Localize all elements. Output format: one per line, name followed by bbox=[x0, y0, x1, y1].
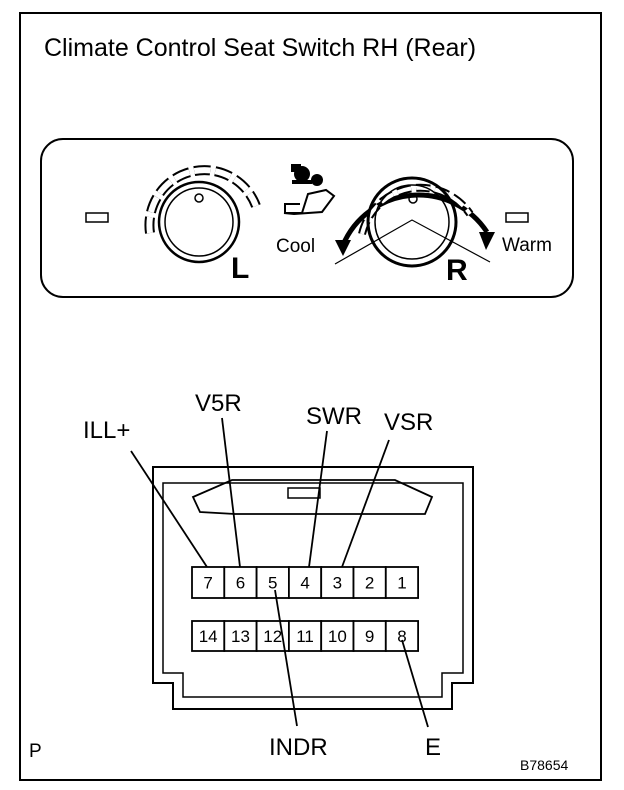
terminal-label-indr: INDR bbox=[269, 734, 328, 761]
leader-lines bbox=[130, 417, 429, 728]
pin-number: 10 bbox=[328, 627, 347, 646]
figure-frame bbox=[19, 12, 602, 781]
pin-number: 4 bbox=[300, 574, 309, 593]
pin-number: 6 bbox=[236, 574, 245, 593]
leader-indr bbox=[274, 589, 298, 727]
pin-number: 12 bbox=[263, 627, 282, 646]
pin-cell bbox=[287, 566, 323, 599]
terminal-label-vsr: VSR bbox=[384, 409, 433, 436]
terminal-label-ill-plus: ILL+ bbox=[83, 417, 130, 444]
seat-heater-icon bbox=[283, 164, 336, 216]
pin-cell bbox=[384, 566, 419, 599]
pin-number: 13 bbox=[231, 627, 250, 646]
pin-number: 8 bbox=[397, 627, 406, 646]
left-knob[interactable] bbox=[144, 165, 261, 264]
right-knob[interactable] bbox=[334, 176, 495, 268]
corner-letter: P bbox=[29, 741, 42, 762]
leader-ill-plus bbox=[130, 450, 208, 568]
pin-cell bbox=[223, 620, 258, 652]
left-indicator-lamp bbox=[85, 212, 109, 223]
left-knob-label: L bbox=[231, 252, 249, 285]
pin-cell bbox=[384, 620, 419, 652]
pin-cell bbox=[352, 566, 387, 599]
pin-cell bbox=[255, 566, 290, 599]
pin-number: 2 bbox=[365, 574, 374, 593]
connector-latch bbox=[287, 487, 321, 499]
pin-number: 9 bbox=[365, 627, 374, 646]
pin-number: 11 bbox=[296, 627, 314, 646]
pin-number: 14 bbox=[199, 627, 218, 646]
terminal-label-swr: SWR bbox=[306, 403, 362, 430]
pin-row-top: 7 6 5 4 3 2 1 bbox=[191, 566, 419, 599]
figure-title: Climate Control Seat Switch RH (Rear) bbox=[44, 34, 476, 62]
right-indicator-lamp bbox=[505, 212, 529, 223]
warm-label: Warm bbox=[502, 235, 552, 256]
pin-number: 3 bbox=[333, 574, 342, 593]
pin-cell bbox=[223, 566, 258, 599]
leader-vsr bbox=[341, 439, 390, 568]
pin-number: 1 bbox=[397, 574, 406, 593]
pin-cell bbox=[320, 566, 355, 599]
figure-code: B78654 bbox=[520, 757, 568, 773]
leader-e bbox=[401, 639, 429, 728]
terminal-label-v5r: V5R bbox=[195, 390, 242, 417]
pin-cell bbox=[287, 620, 323, 652]
leader-v5r bbox=[221, 417, 241, 568]
switch-panel: L R Cool Warm bbox=[40, 138, 574, 298]
terminal-label-e: E bbox=[425, 734, 441, 761]
pin-row-bottom: 14 13 12 11 10 9 8 bbox=[191, 620, 419, 652]
connector: 7 6 5 4 3 2 1 14 13 12 11 10 9 8 bbox=[152, 466, 474, 710]
right-knob-label: R bbox=[446, 254, 468, 287]
pin-number: 7 bbox=[203, 574, 212, 593]
leader-swr bbox=[308, 430, 328, 568]
pin-cell bbox=[191, 620, 226, 652]
cool-label: Cool bbox=[276, 236, 315, 257]
pin-number: 5 bbox=[268, 574, 277, 593]
